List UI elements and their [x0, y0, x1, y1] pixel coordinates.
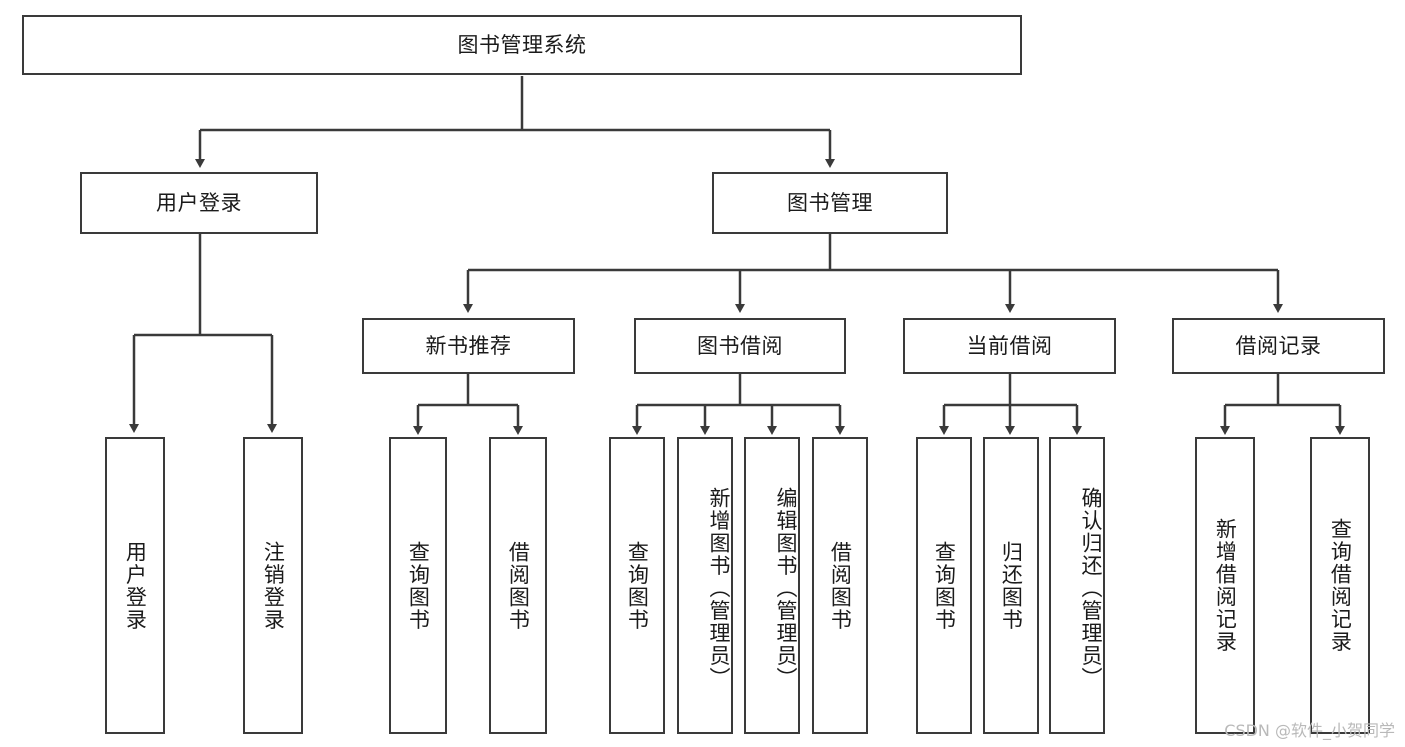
node-book-management-label: 图书管理: [787, 190, 873, 215]
leaf-edit-book-admin-label: 编辑图书（管理员）: [774, 487, 798, 690]
leaf-return-book-label: 归还图书: [999, 540, 1024, 631]
leaf-current-query-book[interactable]: 查询图书: [916, 437, 972, 734]
node-root[interactable]: 图书管理系统: [22, 15, 1022, 75]
watermark: CSDN @软件_小贺同学: [1224, 721, 1395, 740]
leaf-user-login-label: 用户登录: [123, 540, 148, 631]
leaf-confirm-return-admin-label: 确认归还（管理员）: [1079, 487, 1103, 690]
leaf-add-book-admin[interactable]: 新增图书（管理员）: [677, 437, 733, 734]
node-user-login-label: 用户登录: [156, 190, 242, 215]
leaf-borrow-book-label: 借阅图书: [828, 540, 853, 631]
leaf-query-borrow-record-label: 查询借阅记录: [1328, 518, 1353, 653]
node-new-book-recommend-label: 新书推荐: [425, 333, 512, 358]
node-book-management[interactable]: 图书管理: [712, 172, 948, 234]
node-borrow-record-label: 借阅记录: [1235, 333, 1322, 358]
leaf-return-book[interactable]: 归还图书: [983, 437, 1039, 734]
leaf-borrow-book[interactable]: 借阅图书: [812, 437, 868, 734]
node-current-borrow[interactable]: 当前借阅: [903, 318, 1116, 374]
leaf-query-borrow-record[interactable]: 查询借阅记录: [1310, 437, 1370, 734]
leaf-add-borrow-record[interactable]: 新增借阅记录: [1195, 437, 1255, 734]
node-current-borrow-label: 当前借阅: [966, 333, 1053, 358]
leaf-add-book-admin-label: 新增图书（管理员）: [707, 487, 731, 690]
leaf-user-login[interactable]: 用户登录: [105, 437, 165, 734]
leaf-current-query-book-label: 查询图书: [932, 540, 957, 631]
leaf-edit-book-admin[interactable]: 编辑图书（管理员）: [744, 437, 800, 734]
leaf-borrow-query-book[interactable]: 查询图书: [609, 437, 665, 734]
leaf-logout[interactable]: 注销登录: [243, 437, 303, 734]
leaf-confirm-return-admin[interactable]: 确认归还（管理员）: [1049, 437, 1105, 734]
leaf-borrow-query-book-label: 查询图书: [625, 540, 650, 631]
leaf-new-book-borrow-label: 借阅图书: [506, 540, 531, 631]
node-book-borrow[interactable]: 图书借阅: [634, 318, 846, 374]
node-root-label: 图书管理系统: [457, 32, 587, 57]
node-user-login[interactable]: 用户登录: [80, 172, 318, 234]
leaf-new-book-query[interactable]: 查询图书: [389, 437, 447, 734]
node-new-book-recommend[interactable]: 新书推荐: [362, 318, 575, 374]
node-borrow-record[interactable]: 借阅记录: [1172, 318, 1385, 374]
leaf-add-borrow-record-label: 新增借阅记录: [1213, 518, 1238, 653]
leaf-new-book-borrow[interactable]: 借阅图书: [489, 437, 547, 734]
leaf-new-book-query-label: 查询图书: [406, 540, 431, 631]
leaf-logout-label: 注销登录: [261, 540, 286, 631]
node-book-borrow-label: 图书借阅: [697, 333, 783, 358]
